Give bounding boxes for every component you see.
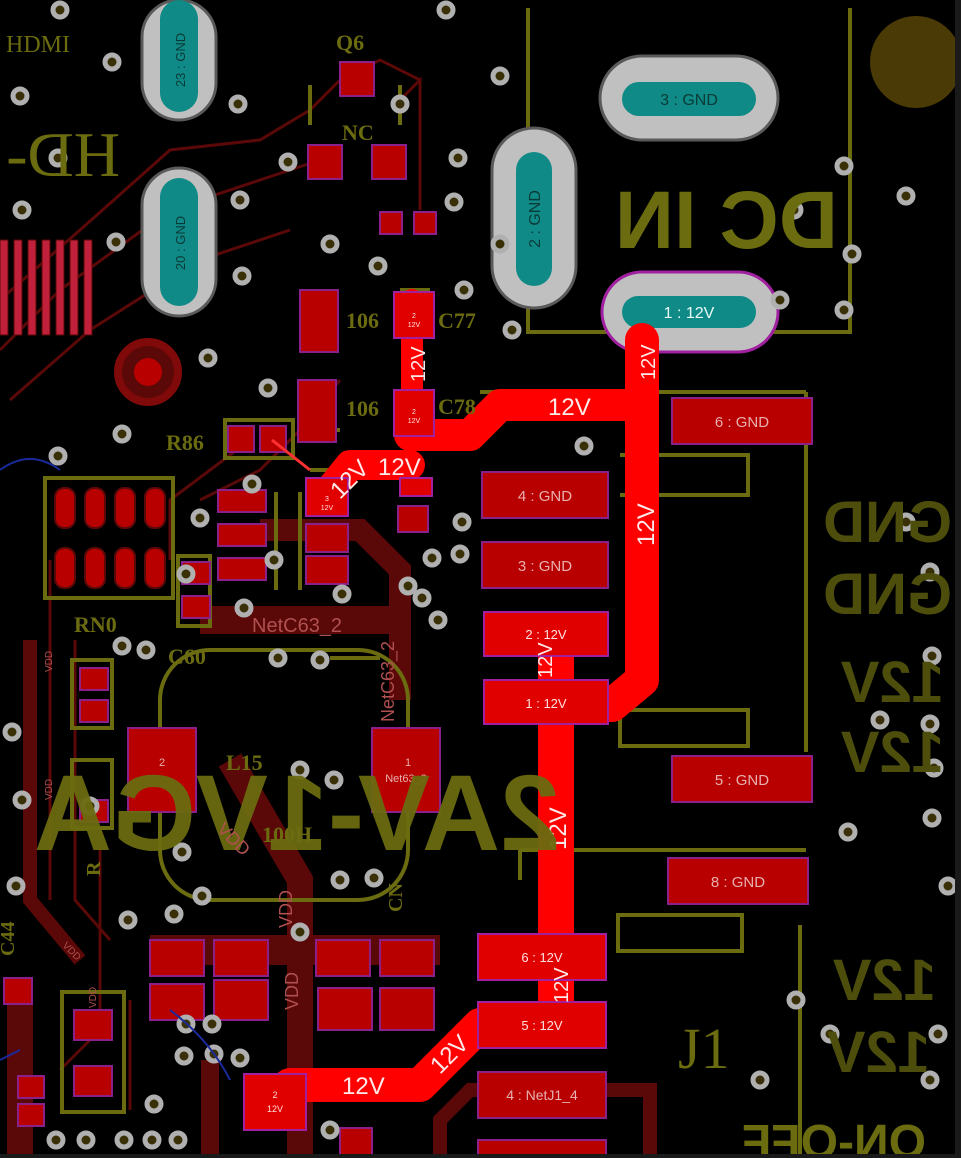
silk-nc: NC bbox=[342, 120, 374, 145]
silk-c60: C60 bbox=[168, 644, 206, 669]
hdmi-pad-20-label: 20 : GND bbox=[173, 216, 188, 270]
silk-hd: HD- bbox=[6, 119, 120, 190]
mounting-hole bbox=[870, 16, 961, 108]
silk-c78: C78 bbox=[438, 394, 476, 419]
silk-c44: C44 bbox=[0, 922, 19, 956]
silk-j1: J1 bbox=[678, 1016, 730, 1081]
right-label-6: 12V bbox=[826, 1020, 930, 1085]
smd-pad-labels-12v: 2 : 12V 1 : 12V 6 : 12V 5 : 12V bbox=[521, 627, 567, 1033]
pad-4-gnd-label: 4 : GND bbox=[518, 488, 572, 505]
dc-pad-2-label: 2 : GND bbox=[527, 190, 544, 248]
silk-rn0: RN0 bbox=[74, 612, 117, 637]
trace-label-8: 12V bbox=[535, 642, 557, 678]
viewport-border bbox=[955, 0, 961, 1158]
trace-label-7: 12V bbox=[545, 807, 572, 850]
r86-trace bbox=[271, 438, 311, 472]
pad-5-12v-label: 5 : 12V bbox=[521, 1018, 563, 1033]
silk-cn: CN bbox=[385, 883, 407, 912]
silk-106-b: 106 bbox=[346, 396, 379, 421]
silk-hdmi: HDMI bbox=[6, 32, 70, 58]
rn0-pads bbox=[54, 487, 166, 589]
net-c63-vertical-label: NetC63_2 bbox=[378, 641, 399, 722]
hdmi-pad-23-label: 23 : GND bbox=[173, 33, 188, 87]
j1-pad2-label: 2 bbox=[272, 1090, 277, 1100]
silk-on-off: ON-OFF bbox=[742, 1116, 926, 1158]
trace-label-6: 12V bbox=[633, 503, 660, 546]
dc-pad-1-label: 1 : 12V bbox=[664, 305, 715, 322]
pad-4-netj1-label: 4 : NetJ1_4 bbox=[506, 1087, 578, 1103]
dc-pad-3-label: 3 : GND bbox=[660, 92, 718, 109]
c78-pad2-net: 12V bbox=[408, 418, 421, 425]
trace-label-2: 12V bbox=[378, 454, 421, 481]
pad-3-gnd-label: 3 : GND bbox=[518, 558, 572, 575]
vdd-label-2: VDD bbox=[44, 779, 55, 800]
pad-6-12v-label: 6 : 12V bbox=[521, 950, 563, 965]
right-label-3: 12V bbox=[840, 650, 944, 715]
pad-8-gnd-label: 8 : GND bbox=[711, 874, 765, 891]
r-pad3-label: 3 bbox=[325, 496, 329, 503]
vdd-label-1: VDD bbox=[44, 651, 55, 672]
l15-pad-1-label: 1 bbox=[405, 757, 411, 769]
hdmi-pin-pads bbox=[0, 239, 93, 336]
right-label-1: GND bbox=[823, 490, 952, 555]
pad-6-gnd-label: 6 : GND bbox=[715, 414, 769, 431]
hdmi-ground-pads: 23 : GND 20 : GND bbox=[140, 0, 218, 318]
silk-l15: L15 bbox=[226, 750, 263, 775]
right-label-2: GND bbox=[823, 562, 952, 627]
silk-r-a: R bbox=[83, 861, 105, 876]
smd-pads-other bbox=[3, 61, 813, 1158]
j1-pad2-net: 12V bbox=[267, 1104, 283, 1114]
silk-r86: R86 bbox=[166, 430, 204, 455]
c77-pad2-net: 12V bbox=[408, 322, 421, 329]
vdd-label-5: VDD bbox=[282, 972, 302, 1010]
silkscreen-text: HDMI HD- Q6 NC DC IN 106 106 C77 C78 R86… bbox=[0, 30, 926, 1158]
vdd-label-7: VDD bbox=[88, 987, 99, 1008]
silk-c77: C77 bbox=[438, 308, 476, 333]
trace-label-1: 12V bbox=[548, 394, 591, 421]
large-via-core bbox=[134, 358, 162, 386]
silk-dc-in: DC IN bbox=[615, 175, 838, 266]
smd-pads-12v bbox=[243, 291, 609, 1131]
r-pad3-net: 12V bbox=[321, 505, 334, 512]
right-label-4: 12V bbox=[840, 720, 944, 785]
pad-2-12v-label: 2 : 12V bbox=[525, 627, 567, 642]
silk-big-label: 2AV-1VGA bbox=[34, 752, 560, 873]
trace-label-5: 12V bbox=[638, 344, 660, 380]
tiny-pad-labels: 2 12V 2 12V 3 12V 2 12V bbox=[267, 313, 421, 1114]
right-label-5: 12V bbox=[832, 948, 936, 1013]
silk-l15-value: 100H bbox=[262, 822, 312, 847]
l15-pad-1-net: Net63_2 bbox=[385, 773, 427, 785]
blue-layer-edges bbox=[0, 458, 231, 1081]
trace-label-9: 12V bbox=[551, 967, 573, 1003]
silk-106-a: 106 bbox=[346, 308, 379, 333]
right-mirrored-labels: GND GND 12V 12V 12V 12V bbox=[823, 490, 952, 1085]
pad-1-12v-label: 1 : 12V bbox=[525, 696, 567, 711]
c77-pad2-label: 2 bbox=[412, 313, 416, 320]
l15-pad-2-label: 2 bbox=[159, 757, 165, 769]
viewport-border-bottom bbox=[0, 1154, 961, 1158]
net-c63-label: NetC63_2 bbox=[252, 615, 342, 637]
trace-label-4: 12V bbox=[408, 346, 430, 382]
pad-5-gnd-label: 5 : GND bbox=[715, 772, 769, 789]
silk-q6: Q6 bbox=[336, 30, 364, 55]
pad-labels-other: 6 : GND 4 : GND 3 : GND 5 : GND 8 : GND … bbox=[159, 414, 769, 1103]
vdd-label-4: VDD bbox=[276, 890, 296, 928]
trace-label-11: 12V bbox=[342, 1073, 385, 1100]
c78-pad2-label: 2 bbox=[412, 409, 416, 416]
